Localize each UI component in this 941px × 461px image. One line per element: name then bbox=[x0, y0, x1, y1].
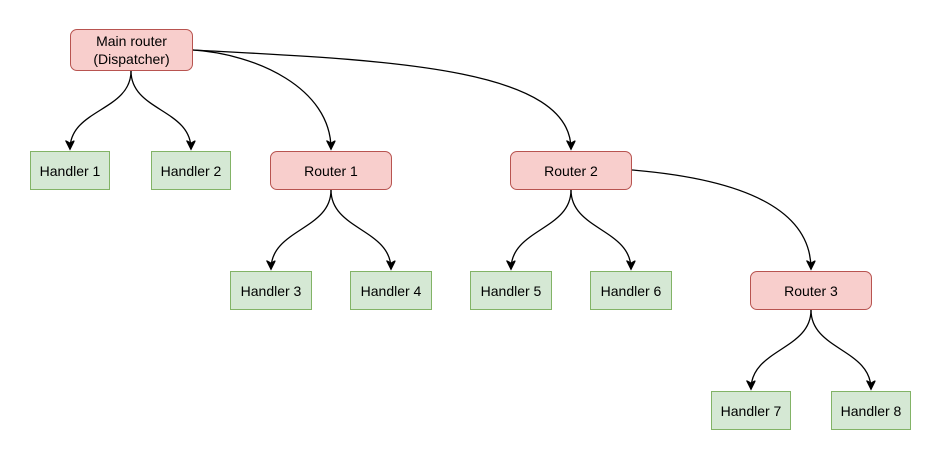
node-handler-6-label: Handler 6 bbox=[600, 282, 662, 299]
node-main-router: Main router (Dispatcher) bbox=[70, 29, 193, 71]
node-handler-2: Handler 2 bbox=[151, 151, 231, 190]
edge-router-2-to-handler-6 bbox=[570, 189, 631, 269]
node-handler-7: Handler 7 bbox=[711, 391, 791, 430]
node-main-router-label-line2: (Dispatcher) bbox=[93, 51, 170, 67]
node-handler-1: Handler 1 bbox=[30, 151, 110, 190]
node-router-3: Router 3 bbox=[750, 271, 872, 310]
node-handler-2-label: Handler 2 bbox=[160, 162, 222, 179]
edge-router-2-to-router-3 bbox=[631, 169, 811, 269]
node-main-router-label-line1: Main router bbox=[96, 33, 167, 49]
node-handler-4-label: Handler 4 bbox=[360, 282, 422, 299]
edge-router-1-to-handler-3 bbox=[271, 189, 332, 269]
node-handler-4: Handler 4 bbox=[350, 271, 432, 310]
node-handler-8: Handler 8 bbox=[831, 391, 911, 430]
node-router-1-label: Router 1 bbox=[304, 162, 358, 179]
node-handler-3-label: Handler 3 bbox=[240, 282, 302, 299]
node-handler-3: Handler 3 bbox=[230, 271, 312, 310]
node-handler-6: Handler 6 bbox=[590, 271, 672, 310]
edge-router-1-to-handler-4 bbox=[330, 189, 391, 269]
node-handler-5: Handler 5 bbox=[470, 271, 552, 310]
node-router-1: Router 1 bbox=[270, 151, 392, 190]
node-router-2-label: Router 2 bbox=[544, 162, 598, 179]
edge-main-router-to-handler-1 bbox=[70, 70, 132, 149]
edge-main-router-to-router-2 bbox=[192, 49, 571, 149]
edge-router-3-to-handler-7 bbox=[751, 309, 812, 389]
node-handler-1-label: Handler 1 bbox=[39, 162, 101, 179]
node-handler-8-label: Handler 8 bbox=[840, 402, 902, 419]
edge-main-router-to-router-1 bbox=[192, 49, 331, 149]
edge-router-3-to-handler-8 bbox=[810, 309, 871, 389]
node-handler-5-label: Handler 5 bbox=[480, 282, 542, 299]
node-router-3-label: Router 3 bbox=[784, 282, 838, 299]
node-router-2: Router 2 bbox=[510, 151, 632, 190]
node-handler-7-label: Handler 7 bbox=[720, 402, 782, 419]
edge-main-router-to-handler-2 bbox=[130, 70, 191, 149]
edge-router-2-to-handler-5 bbox=[511, 189, 572, 269]
